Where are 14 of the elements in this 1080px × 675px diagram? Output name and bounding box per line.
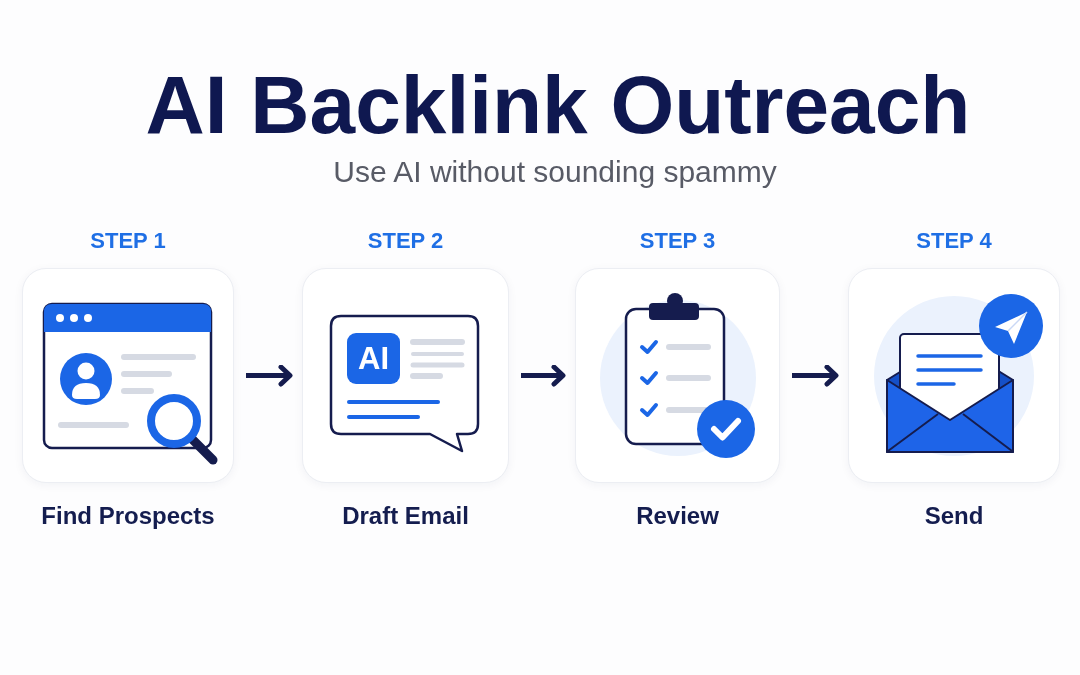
arrow [521,364,566,387]
step-caption: Draft Email [342,504,469,528]
subtitle: Use AI without sounding spammy [333,157,777,187]
step-caption: Find Prospects [41,504,215,528]
step-label: STEP 2 [367,230,444,252]
diagram-title: AI Backlink Outreach [145,64,971,146]
step-label: STEP 1 [90,230,166,252]
arrow [246,364,293,387]
step-caption: Send [924,504,984,528]
arrow [792,364,839,387]
step-label: STEP 3 [639,230,716,252]
step-label: STEP 4 [916,230,992,252]
step-caption: Review [636,504,719,528]
ai-tag: AI [347,333,400,384]
